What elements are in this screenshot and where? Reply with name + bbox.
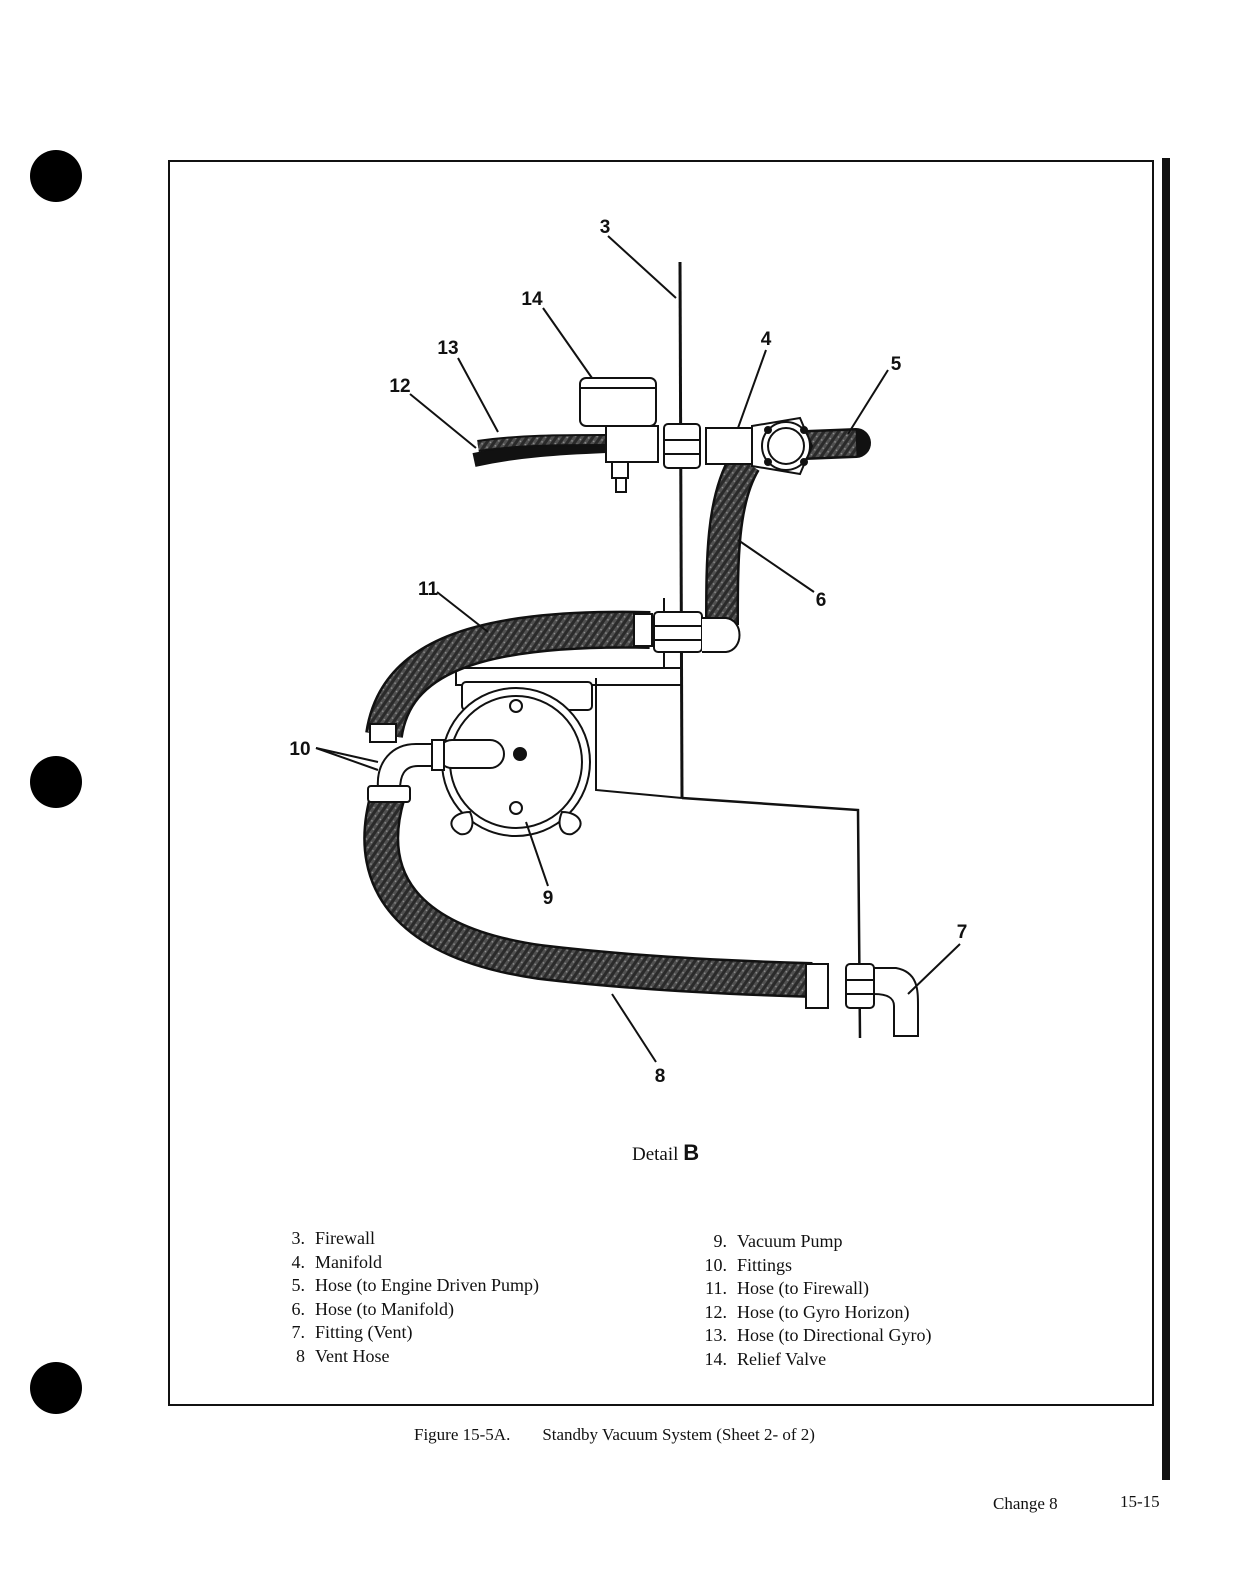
legend-item: 8 Vent Hose [268,1345,539,1369]
binder-hole-middle [30,756,82,808]
legend-num: 7. [291,1322,306,1343]
relief-valve [579,377,659,493]
change-bar [1162,158,1170,1480]
detail-label: Detail B [632,1140,699,1166]
vacuum-pump [437,681,593,837]
footer-change: Change 8 [993,1494,1058,1513]
legend-text: Vacuum Pump [737,1231,843,1251]
callout-10: 10 [289,739,310,760]
legend-text: Relief Valve [737,1348,827,1369]
legend-num: 8 [296,1345,305,1366]
legend-text: Firewall [315,1228,375,1248]
legend-item: 13. Hose (to Directional Gyro) [692,1324,932,1348]
callout-12: 12 [389,376,410,397]
legend-text: Vent Hose [315,1345,390,1366]
legend-text: Fittings [737,1254,793,1275]
legend-num: 10. [704,1254,728,1275]
legend-left: 3. Firewall 4. Manifold 5. Hose (to Engine … [268,1227,539,1369]
legend-text: Hose (to Engine Driven Pump) [315,1275,539,1296]
legend-num: 13. [704,1325,728,1346]
callout-6: 6 [816,590,827,611]
manifold-hose [705,453,760,626]
legend-text: Hose (to Firewall) [737,1278,869,1299]
pump-fittings [367,723,445,803]
figure-title: Standby Vacuum System (Sheet 2- of 2) [542,1425,815,1444]
legend-num: 4. [291,1251,306,1272]
binder-hole-top [30,150,82,202]
manifold [705,416,814,476]
legend-item: 6. Hose (to Manifold) [268,1298,539,1322]
legend-item: 5. Hose (to Engine Driven Pump) [268,1274,539,1298]
legend-num: 11. [705,1278,727,1299]
legend-item: 10. Fittings [692,1254,931,1278]
leader-lines [315,235,961,1063]
callout-4: 4 [761,329,772,350]
legend-text: Hose (to Manifold) [315,1298,454,1319]
callout-13: 13 [437,338,458,359]
legend-num: 14. [704,1348,728,1369]
callout-11: 11 [418,579,439,600]
legend-num: 9. [713,1231,728,1251]
callout-7: 7 [957,922,968,943]
callout-numbers: 3 14 4 5 13 12 6 11 10 9 7 8 [289,217,967,1087]
figure-caption: Figure 15-5A. Standby Vacuum System (Shee… [414,1425,815,1445]
legend-right: 9. Vacuum Pump 10. Fittings 11. Hose (to Fi… [692,1230,932,1372]
vent-hose [363,789,813,998]
legend-text: Fitting (Vent) [315,1322,413,1343]
legend-text: Hose (to Gyro Horizon) [737,1301,910,1322]
firewall-hose [365,610,651,739]
legend-num: 6. [291,1298,306,1319]
legend-item: 9. Vacuum Pump [692,1230,931,1254]
legend-num: 5. [291,1275,306,1296]
figure-frame [168,160,1154,1406]
legend-num: 3. [291,1228,306,1248]
legend-text: Hose (to Directional Gyro) [737,1325,932,1346]
legend-item: 7. Fitting (Vent) [268,1321,539,1345]
legend-item: 14. Relief Valve [692,1348,931,1372]
gyro-hoses [472,434,607,467]
detail-prefix: Detail [632,1144,679,1165]
callout-8: 8 [655,1066,666,1087]
legend-item: 4. Manifold [268,1251,539,1275]
legend-text: Manifold [315,1251,382,1272]
figure-number: Figure 15-5A. [414,1425,511,1444]
firewall-fittings [633,423,919,1037]
binder-hole-bottom [30,1362,82,1414]
callout-5: 5 [891,354,902,375]
legend-item: 12. Hose (to Gyro Horizon) [692,1301,931,1325]
page-number: 15-15 [1120,1492,1160,1511]
callout-9: 9 [543,888,554,909]
legend-item: 3. Firewall [268,1227,539,1251]
callout-3: 3 [600,217,611,238]
callout-14: 14 [521,289,543,310]
legend-item: 11. Hose (to Firewall) [692,1277,931,1301]
detail-letter: B [683,1140,700,1165]
legend-num: 12. [704,1301,728,1322]
